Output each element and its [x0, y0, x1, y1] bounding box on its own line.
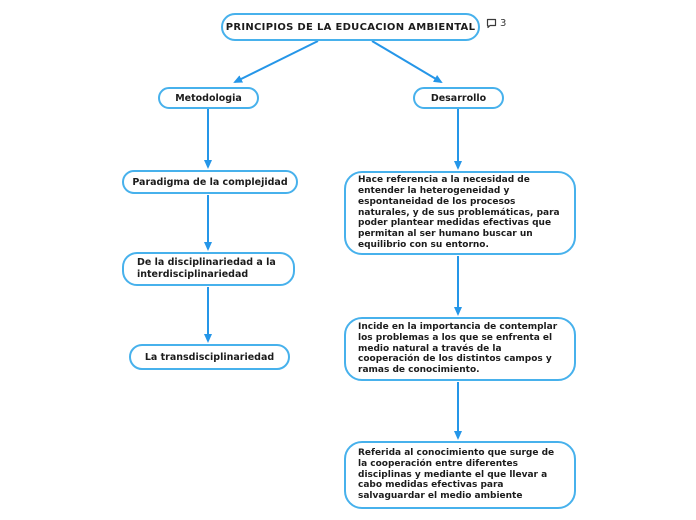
node-disciplinariedad-interdisciplinariedad[interactable]: De la disciplinariedad a la interdiscipl…: [122, 252, 295, 286]
node-transdisciplinariedad[interactable]: La transdisciplinariedad: [129, 344, 290, 370]
paradigma-label: Paradigma de la complejidad: [132, 176, 288, 188]
disciplinariedad-label: De la disciplinariedad a la interdiscipl…: [137, 257, 276, 280]
desarrollo-label: Desarrollo: [430, 92, 487, 104]
metodologia-label: Metodologia: [175, 92, 242, 104]
salvaguardar-text: Referida al conocimiento que surge de la…: [358, 448, 555, 502]
comment-indicator[interactable]: 3: [486, 16, 506, 30]
transdisciplinariedad-label: La transdisciplinariedad: [144, 351, 275, 363]
node-desarrollo-salvaguardar[interactable]: Referida al conocimiento que surge de la…: [344, 441, 576, 509]
root-title-label: PRINCIPIOS DE LA EDUCACION AMBIENTAL: [225, 21, 476, 33]
node-desarrollo-cooperacion[interactable]: Incide en la importancia de contemplar l…: [344, 317, 576, 381]
node-paradigma-complejidad[interactable]: Paradigma de la complejidad: [122, 170, 298, 194]
node-root-title[interactable]: PRINCIPIOS DE LA EDUCACION AMBIENTAL: [221, 13, 480, 41]
node-metodologia[interactable]: Metodologia: [158, 87, 259, 109]
connector-root-metodologia: [233, 40, 319, 83]
heterogeneidad-text: Hace referencia a la necesidad de entend…: [358, 175, 560, 250]
node-desarrollo[interactable]: Desarrollo: [413, 87, 504, 109]
cooperacion-text: Incide en la importancia de contemplar l…: [358, 322, 558, 376]
connector-root-desarrollo: [371, 40, 443, 84]
node-desarrollo-heterogeneidad[interactable]: Hace referencia a la necesidad de entend…: [344, 171, 576, 255]
comment-count: 3: [500, 17, 507, 29]
comment-icon: [486, 18, 497, 28]
